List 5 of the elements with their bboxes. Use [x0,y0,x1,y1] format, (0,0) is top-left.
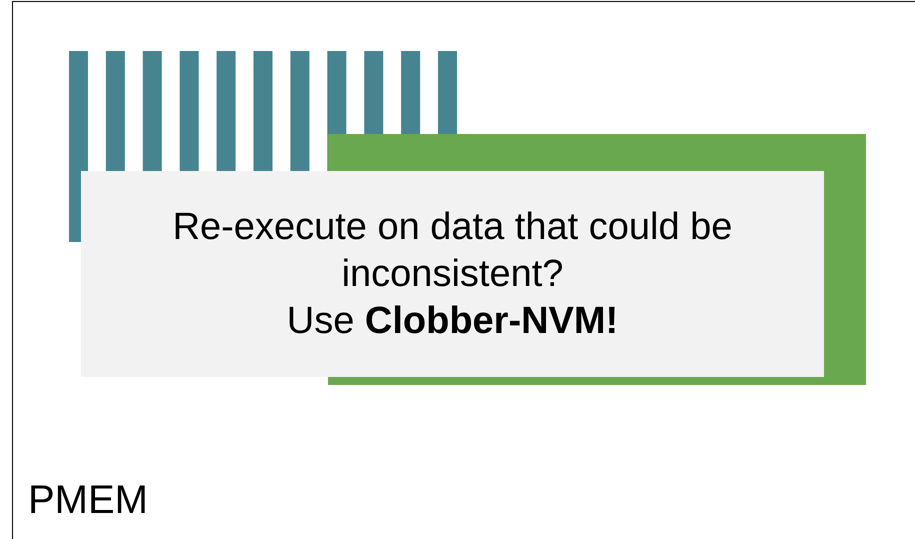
slide-frame [12,1,915,539]
text-panel [81,171,824,377]
callout-text: Use Clobber-NVM! [286,298,618,344]
question-text: Re-execute on data that could be inconsistent? [172,204,734,296]
frame-label: PMEM [28,478,148,522]
